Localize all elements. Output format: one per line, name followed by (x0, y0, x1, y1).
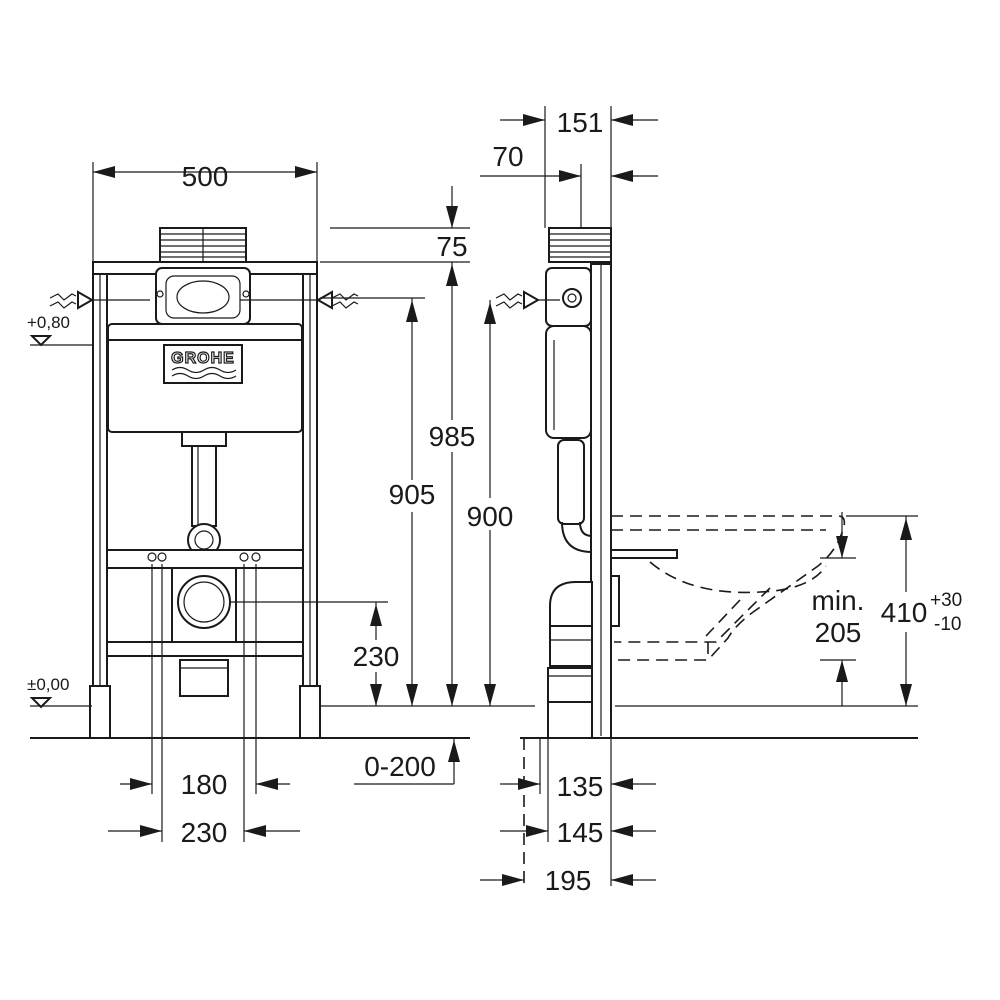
level-upper-label: +0,80 (27, 313, 70, 332)
level-upper-marker (29, 335, 53, 347)
dim-floor-0-200: 0-200 (364, 751, 436, 782)
side-water-inlet-icon (495, 293, 523, 309)
grohe-logo: GROHE (171, 350, 235, 367)
dim-min-label: min. (812, 585, 865, 616)
dim-bowl-410: 410 (881, 597, 928, 628)
side-view (495, 227, 678, 739)
side-valve-connector (562, 288, 582, 308)
dim-depth-145: 145 (557, 817, 604, 848)
side-dimensions: 151 70 900 min. 205 410 +30 -10 (462, 106, 962, 896)
side-foot (547, 701, 593, 739)
dim-depth-70: 70 (492, 141, 523, 172)
inlet-arrow-right (315, 290, 333, 310)
dim-depth-135: 135 (557, 771, 604, 802)
side-bowl-connector (610, 549, 678, 559)
dim-width-500: 500 (182, 161, 229, 192)
side-waste-coupler (549, 625, 593, 667)
dim-tolerance-minus: -10 (934, 614, 961, 635)
wc-bowl-outline (611, 515, 846, 661)
dim-tolerance-plus: +30 (930, 590, 962, 611)
front-dimensions: 500 75 985 905 230 0-200 (92, 161, 476, 848)
lower-rail (106, 641, 304, 657)
level-zero-label: ±0,00 (27, 675, 69, 694)
dim-depth-151: 151 (557, 107, 604, 138)
dim-min-205: 205 (815, 617, 862, 648)
left-foot (89, 685, 111, 739)
side-waste-bend (549, 581, 593, 634)
cross-rail (106, 549, 304, 569)
drain-outlet (177, 575, 231, 629)
water-inlet-right-icon (331, 293, 359, 309)
side-flush-pipe (557, 439, 585, 525)
dim-drain-230: 230 (353, 641, 400, 672)
water-inlet-left-icon (49, 293, 77, 309)
dim-spacing-230: 230 (181, 817, 228, 848)
dim-height-900: 900 (467, 501, 514, 532)
level-zero-marker (29, 697, 53, 709)
dim-height-905: 905 (389, 479, 436, 510)
dim-top-offset-75: 75 (436, 231, 467, 262)
dim-spacing-180: 180 (181, 769, 228, 800)
flush-pipe-top (181, 431, 227, 447)
side-flush-bend (561, 521, 593, 553)
side-inlet-arrow (523, 290, 541, 310)
front-view: GROHE +0,80 ±0,00 (27, 227, 359, 739)
dim-depth-195: 195 (545, 865, 592, 896)
side-cistern (545, 325, 592, 439)
side-waste-pipe (547, 667, 593, 703)
right-foot (299, 685, 321, 739)
side-bracket (610, 575, 620, 627)
waste-pipe (179, 659, 229, 697)
dim-height-985: 985 (429, 421, 476, 452)
inlet-arrow-left (77, 290, 95, 310)
flush-pipe (191, 445, 217, 527)
